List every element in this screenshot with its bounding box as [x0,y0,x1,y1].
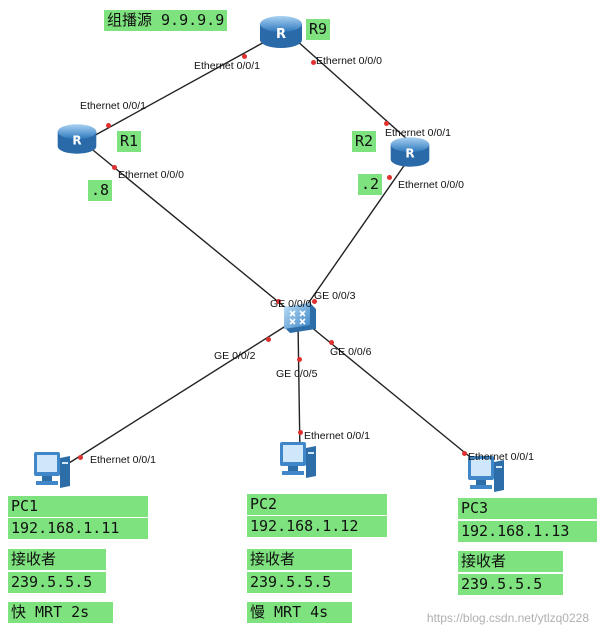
svg-text:R: R [405,147,414,161]
label-multicast-source: 组播源 9.9.9.9 [104,10,228,31]
port-dot [78,455,83,460]
port-label-pc2: Ethernet 0/0/1 [304,430,370,442]
port-label-r1-bottom: Ethernet 0/0/0 [118,169,184,181]
port-dot [462,451,467,456]
label-pc3-ip: 192.168.1.13 [458,521,597,542]
link-sw-pc2 [297,321,301,456]
label-r2-ip: .2 [358,174,383,195]
port-label-r1-top: Ethernet 0/0/1 [80,100,146,112]
router-icon: R [260,16,302,48]
port-dot [312,299,317,304]
switch[interactable] [278,299,318,337]
pc3[interactable] [464,452,508,496]
port-dot [276,299,281,304]
label-pc1-mrt: 快 MRT 2s [8,602,113,623]
router-r2[interactable]: R [387,133,433,171]
port-dot [297,357,302,362]
port-dot [387,175,392,180]
port-label-r2-bottom: Ethernet 0/0/0 [398,179,464,191]
pc-icon [468,456,504,492]
link-sw-pc1 [57,321,293,471]
label-pc1-name: PC1 [8,496,148,517]
port-dot [242,54,247,59]
router-r1[interactable]: R [54,120,100,158]
router-r9[interactable]: R [256,12,306,52]
label-pc2-ip: 192.168.1.12 [247,516,387,537]
port-dot [298,430,303,435]
port-dot [329,340,334,345]
switch-icon [284,303,316,333]
svg-text:R: R [72,134,81,148]
port-label-sw-ge3: GE 0/0/3 [314,290,356,302]
label-r1-ip: .8 [88,180,113,201]
link-r9-r1 [89,39,269,139]
label-pc3-role: 接收者 [458,551,563,572]
link-r9-r2 [295,39,409,141]
port-dot [112,165,117,170]
port-dot [311,60,316,65]
label-r1: R1 [117,131,142,152]
label-pc1-role: 接收者 [8,549,106,570]
label-pc2-role: 接收者 [247,549,352,570]
label-pc2-name: PC2 [247,494,387,515]
port-dot [266,337,271,342]
label-pc2-group: 239.5.5.5 [247,572,352,593]
port-dot [106,123,111,128]
port-label-r9-left: Ethernet 0/0/1 [194,60,260,72]
label-pc1-group: 239.5.5.5 [8,572,106,593]
label-r9: R9 [306,19,331,40]
port-label-sw-ge2: GE 0/0/2 [214,350,256,362]
port-label-r2-top: Ethernet 0/0/1 [385,127,451,139]
port-label-sw-ge0: GE 0/0/0 [270,298,312,310]
label-pc3-name: PC3 [458,498,597,519]
port-label-sw-ge6: GE 0/0/6 [330,346,372,358]
link-r1-sw [87,145,299,319]
watermark: https://blog.csdn.net/ytlzq0228 [426,611,589,625]
port-label-pc1: Ethernet 0/0/1 [90,454,156,466]
label-pc1-ip: 192.168.1.11 [8,518,148,539]
pc1[interactable] [30,448,74,492]
router-icon: R [390,137,430,167]
pc2[interactable] [276,438,320,482]
link-sw-pc3 [304,321,487,471]
port-label-sw-ge5: GE 0/0/5 [276,368,318,380]
pc-icon [34,452,70,488]
pc-icon [280,442,316,478]
link-r2-sw [297,159,409,319]
port-label-r9-right: Ethernet 0/0/0 [316,55,382,67]
port-dot [384,121,389,126]
label-pc3-group: 239.5.5.5 [458,574,563,595]
label-pc2-mrt: 慢 MRT 4s [247,602,352,623]
port-label-pc3: Ethernet 0/0/1 [468,451,534,463]
svg-text:R: R [276,27,286,42]
router-icon: R [57,124,97,154]
label-r2: R2 [352,131,377,152]
